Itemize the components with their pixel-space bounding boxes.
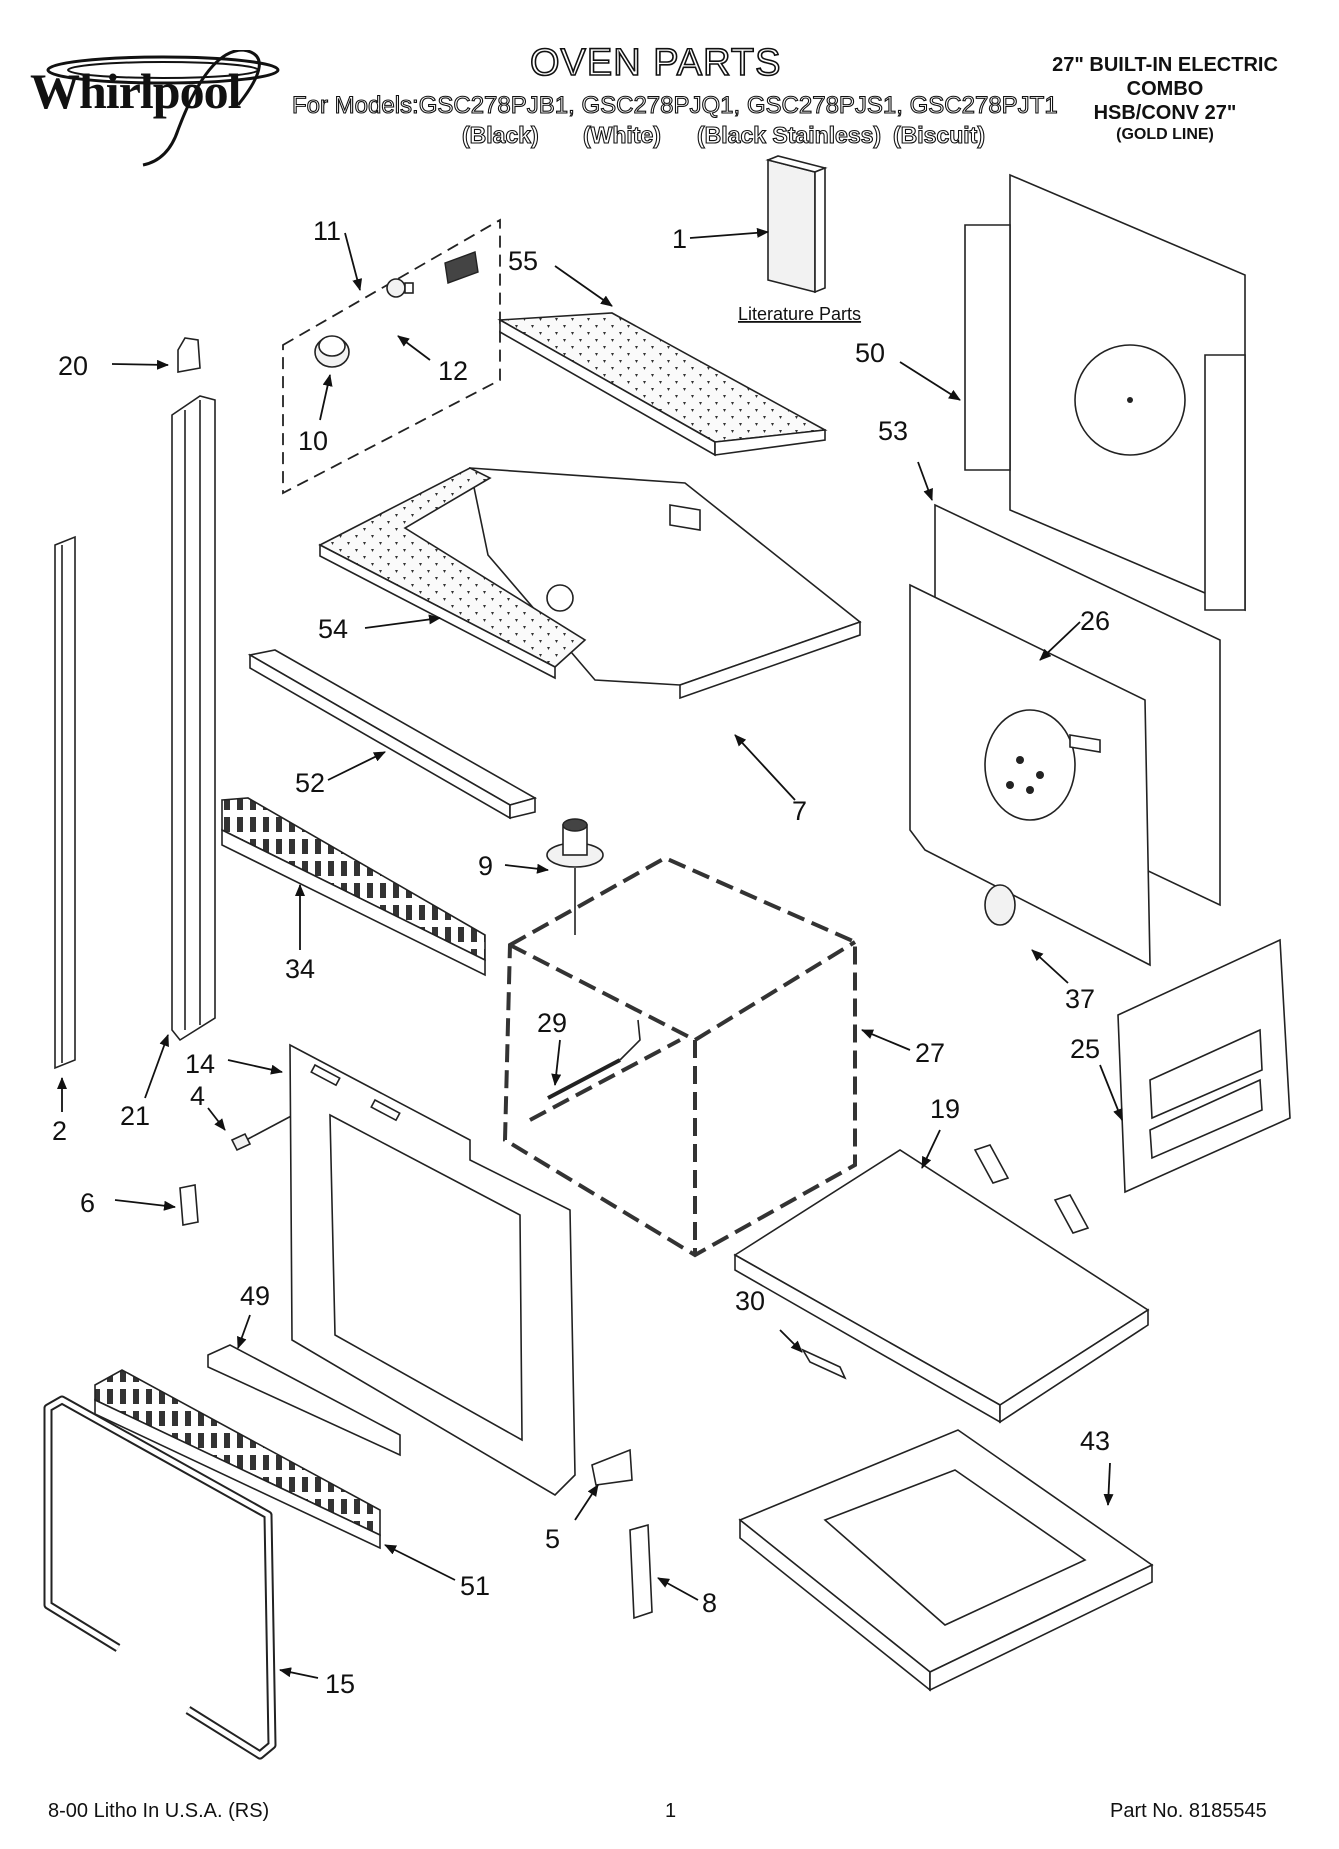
callout-6: 6 [80,1188,95,1218]
callout-4: 4 [190,1081,205,1111]
callout-30: 30 [735,1286,765,1316]
footer-litho: 8-00 Litho In U.S.A. (RS) [48,1800,270,1822]
product-hsb-line: HSB/CONV 27" [1093,102,1237,124]
product-combo-line: COMBO [1126,78,1204,100]
part-5-bracket [574,1448,633,1521]
callout-53: 53 [878,416,908,446]
part-54-frame [318,467,587,680]
product-type-line: 27" BUILT-IN ELECTRIC [1052,54,1278,76]
part-8-bracket [629,1523,699,1620]
callout-20: 20 [58,351,88,381]
part-50-rear-panel [899,173,1246,612]
callout-27: 27 [915,1038,945,1068]
part-26-back-panel [909,583,1151,967]
callout-43: 43 [1080,1426,1110,1456]
finish-black: (Black) [461,121,539,148]
literature-parts-label: Literature Parts [738,304,861,324]
callout-9: 9 [478,851,493,881]
callout-50: 50 [855,338,885,368]
part-43-base-pan [738,1429,1154,1692]
callout-5: 5 [545,1524,560,1554]
callout-29: 29 [537,1008,567,1038]
callout-10: 10 [298,426,328,456]
page-title: OVEN PARTS [529,41,782,85]
footer-part-number: Part No. 8185545 [1110,1800,1267,1822]
callout-26: 26 [1080,606,1110,636]
callout-21: 21 [120,1101,150,1131]
part-27-cavity [502,855,911,1258]
callout-49: 49 [240,1281,270,1311]
part-14-front-frame [227,1043,576,1497]
callout-1: 1 [672,224,687,254]
callout-14: 14 [185,1049,215,1079]
part-34-vent [221,797,486,977]
part-1-literature [689,155,828,294]
callout-25: 25 [1070,1034,1100,1064]
part-51-vent-trim [94,1369,456,1581]
finish-black-stainless: (Black Stainless) [696,121,882,148]
callout-54: 54 [318,614,348,644]
part-37-thermostat [984,884,1069,984]
callout-7: 7 [792,796,807,826]
part-21-side-trim [144,395,216,1099]
callout-19: 19 [930,1094,960,1124]
part-15-gasket [43,1395,319,1760]
finish-white: (White) [582,121,661,148]
callout-37: 37 [1065,984,1095,1014]
callout-8: 8 [702,1588,717,1618]
part-30-bracket [779,1329,847,1380]
part-49-trim [207,1314,401,1457]
callout-2: 2 [52,1116,67,1146]
callout-34: 34 [285,954,315,984]
part-9-sensor [504,818,604,935]
callout-12: 12 [438,356,468,386]
callout-51: 51 [460,1571,490,1601]
finish-biscuit: (Biscuit) [892,121,985,148]
part-29-probe [547,1019,641,1100]
callout-11: 11 [313,216,341,246]
callout-52: 52 [295,768,325,798]
callout-15: 15 [325,1669,355,1699]
product-goldline-line: (GOLD LINE) [1116,126,1214,143]
footer-page-number: 1 [665,1800,677,1822]
part-52-bracket [247,649,538,820]
models-line: For Models:GSC278PJB1, GSC278PJQ1, GSC27… [291,91,1058,119]
part-55-panel [497,265,828,457]
part-19-tray [733,1129,1150,1424]
part-2-rail [54,535,76,1112]
controls-group [282,218,501,495]
callout-55: 55 [508,246,538,276]
logo-swirl [46,50,280,167]
part-25-side-panel [1099,938,1291,1194]
part-6-clip [114,1184,199,1226]
part-20-clip [111,337,201,373]
